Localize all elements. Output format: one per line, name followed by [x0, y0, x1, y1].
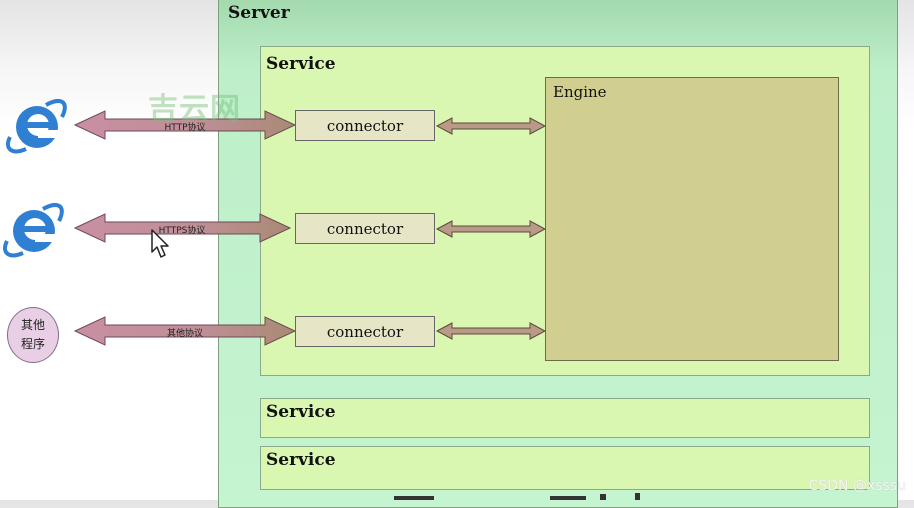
service-third-title: Service — [266, 450, 336, 470]
connector-engine-arrow-1 — [435, 117, 547, 135]
protocol-label-https: HTTPS协议 — [158, 226, 206, 236]
cropped-bottom-marks — [394, 493, 640, 500]
engine-box: Engine — [545, 77, 839, 361]
server-title: Server — [228, 3, 290, 23]
connector-engine-arrow-2 — [435, 220, 547, 238]
other-program-label-line2: 程序 — [20, 337, 45, 351]
watermark-logo: 吉云网 — [148, 92, 241, 127]
service-second-title: Service — [266, 402, 336, 422]
protocol-label-other: 其他协议 — [166, 329, 203, 339]
watermark-footer: CSDN @xsssu — [808, 478, 906, 494]
other-protocol-arrow — [73, 316, 297, 346]
service-second: Service — [260, 398, 870, 438]
connector-engine-arrow-3 — [435, 322, 547, 340]
ie-browser-icon — [6, 99, 67, 154]
connector-https: connector — [295, 213, 435, 244]
engine-label: Engine — [553, 83, 607, 101]
service-main-title: Service — [266, 54, 336, 74]
other-program-label-line1: 其他 — [20, 318, 45, 332]
https-arrow — [73, 213, 292, 243]
connector-other: connector — [295, 316, 435, 347]
other-program-client: 其他 程序 — [7, 307, 59, 363]
service-third: Service — [260, 446, 870, 490]
http-arrow — [73, 110, 297, 140]
connector-http: connector — [295, 110, 435, 141]
protocol-label-http: HTTP协议 — [164, 123, 206, 133]
ie-browser-icon — [3, 203, 64, 258]
mouse-cursor-icon — [151, 229, 169, 258]
